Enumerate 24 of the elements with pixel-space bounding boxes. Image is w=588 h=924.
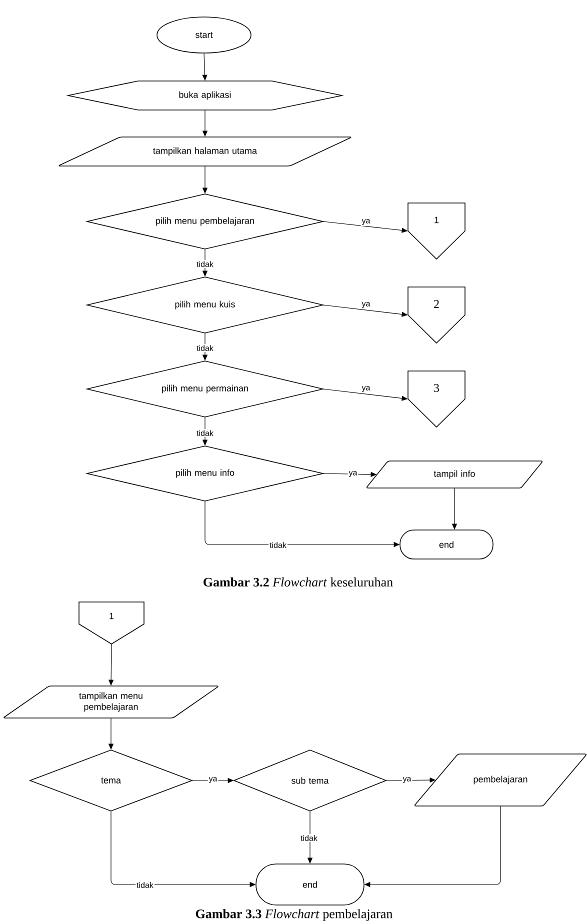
end-terminal: end bbox=[400, 530, 494, 560]
edge-label: tidak bbox=[196, 260, 214, 268]
edge-label: tidak bbox=[268, 541, 288, 549]
offpage-connector: 3 bbox=[408, 370, 466, 428]
offpage-connector: 1 bbox=[408, 202, 466, 260]
end-terminal: end bbox=[256, 864, 364, 906]
start-terminal: start bbox=[156, 16, 252, 54]
figure-caption: Gambar 3.2 Flowchart keseluruhan bbox=[204, 577, 393, 587]
edge-label: ya bbox=[360, 301, 372, 309]
edge-label: ya bbox=[348, 470, 358, 478]
edge-label: ya bbox=[402, 776, 412, 784]
data-parallelogram: tampilkan menu pembelajaran bbox=[4, 686, 218, 718]
edge-label: tidak bbox=[196, 429, 214, 437]
edge-label: tidak bbox=[136, 881, 154, 889]
offpage-connector: 2 bbox=[408, 286, 466, 344]
data-parallelogram: tampilkan halaman utama bbox=[58, 136, 352, 166]
offpage-connector: 1 bbox=[78, 602, 144, 644]
edge-label: tidak bbox=[196, 344, 214, 352]
data-parallelogram: tampil info bbox=[366, 460, 542, 488]
edge-label: ya bbox=[360, 385, 372, 393]
data-parallelogram: pembelajaran bbox=[414, 754, 586, 806]
edge-label: ya bbox=[360, 218, 372, 226]
edge-label: tidak bbox=[300, 834, 318, 842]
edge-label: ya bbox=[208, 776, 218, 784]
